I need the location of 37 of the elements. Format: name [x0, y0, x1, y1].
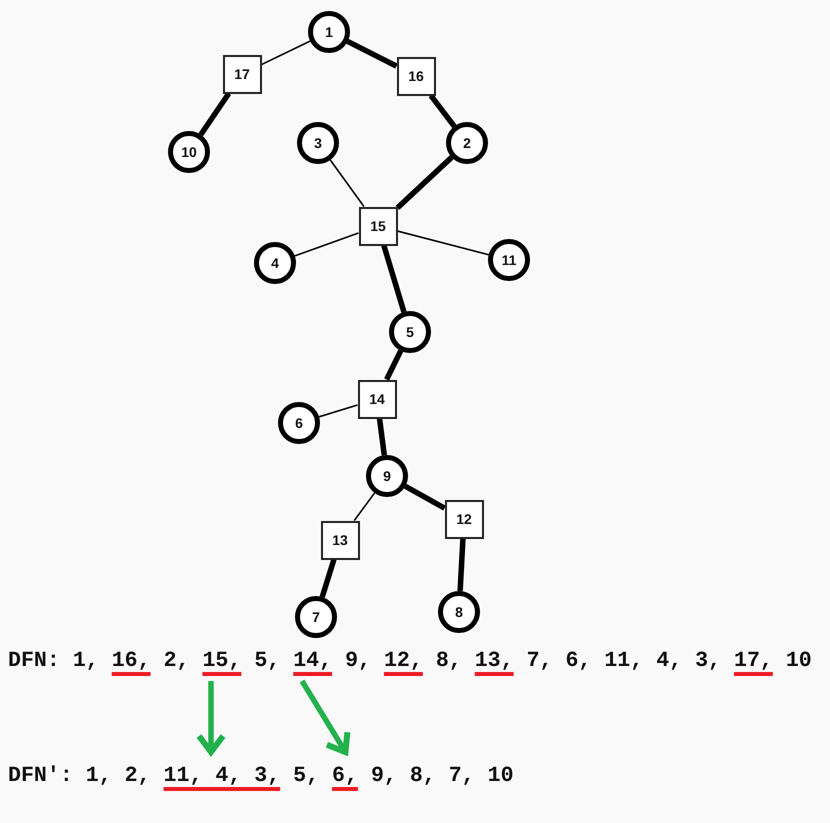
connector-line [320, 558, 337, 598]
square-node: 14 [358, 380, 396, 418]
connector-line [376, 418, 388, 456]
circle-node: 5 [389, 311, 431, 353]
connector-line [397, 230, 489, 256]
connector-line [457, 538, 466, 592]
sequence-text: DFN': 1, 2, 11, 4, 3, 5, 6, 9, 8, 7, 10 [8, 753, 514, 796]
square-node: 17 [222, 54, 262, 94]
connector-line [330, 160, 365, 207]
circle-node: 6 [278, 402, 320, 444]
circle-node: 4 [254, 242, 296, 284]
connector-line [294, 232, 359, 257]
connector-line [428, 94, 456, 128]
connector-line [354, 492, 376, 521]
arrow [300, 680, 350, 756]
circle-node: 7 [295, 596, 337, 638]
circle-node: 2 [446, 122, 488, 164]
connector-line [381, 244, 407, 313]
circle-node: 10 [168, 131, 210, 173]
circle-node: 9 [366, 455, 408, 497]
connector-line [318, 404, 358, 418]
connector-line [261, 40, 310, 66]
square-node: 16 [396, 56, 436, 96]
arrow [196, 681, 226, 755]
connector-line [404, 484, 446, 511]
connector-line [198, 92, 232, 136]
connector-line [396, 155, 454, 210]
square-node: 13 [320, 520, 360, 560]
connector-line [346, 39, 398, 69]
circle-node: 8 [438, 591, 480, 633]
square-node: 15 [358, 206, 398, 246]
square-node: 12 [444, 500, 484, 538]
circle-node: 1 [308, 11, 350, 53]
connector-line [384, 350, 404, 381]
circle-node: 3 [297, 122, 339, 164]
circle-node: 11 [488, 239, 530, 281]
sequence-text: DFN: 1, 16, 2, 15, 5, 14, 9, 12, 8, 13, 7, 6, 11, 4, 3, 17, 10 [8, 648, 812, 681]
